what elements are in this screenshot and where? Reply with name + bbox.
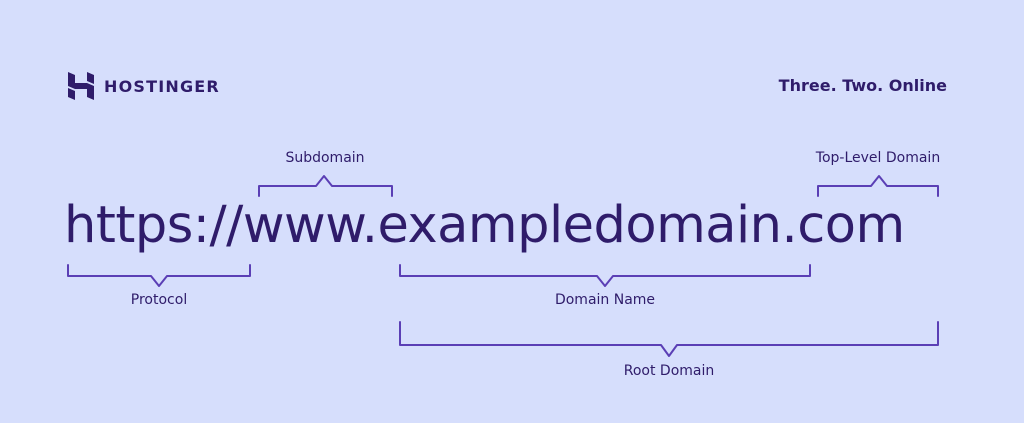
tagline: Three. Two. Online [778,76,947,95]
root-domain-label: Root Domain [623,363,715,379]
domain-name-bracket [399,264,811,287]
url-subdomain: www. [242,196,378,255]
protocol-bracket [67,264,251,287]
domain-name-label: Domain Name [554,292,656,308]
hostinger-h-icon [68,72,94,100]
tld-bracket [817,175,939,197]
url-domain-name: exampledomain [377,196,782,255]
subdomain-bracket [258,175,393,197]
url-tld: .com [781,196,906,255]
url-protocol: https:// [64,196,243,255]
protocol-label: Protocol [130,292,188,308]
root-domain-bracket [399,321,939,357]
brand-logo: HOSTINGER [68,72,220,100]
example-url: https://www.exampledomain.com [64,194,905,258]
brand-name: HOSTINGER [104,76,220,96]
subdomain-label: Subdomain [285,150,365,166]
top-level-domain-label: Top-Level Domain [815,150,941,166]
